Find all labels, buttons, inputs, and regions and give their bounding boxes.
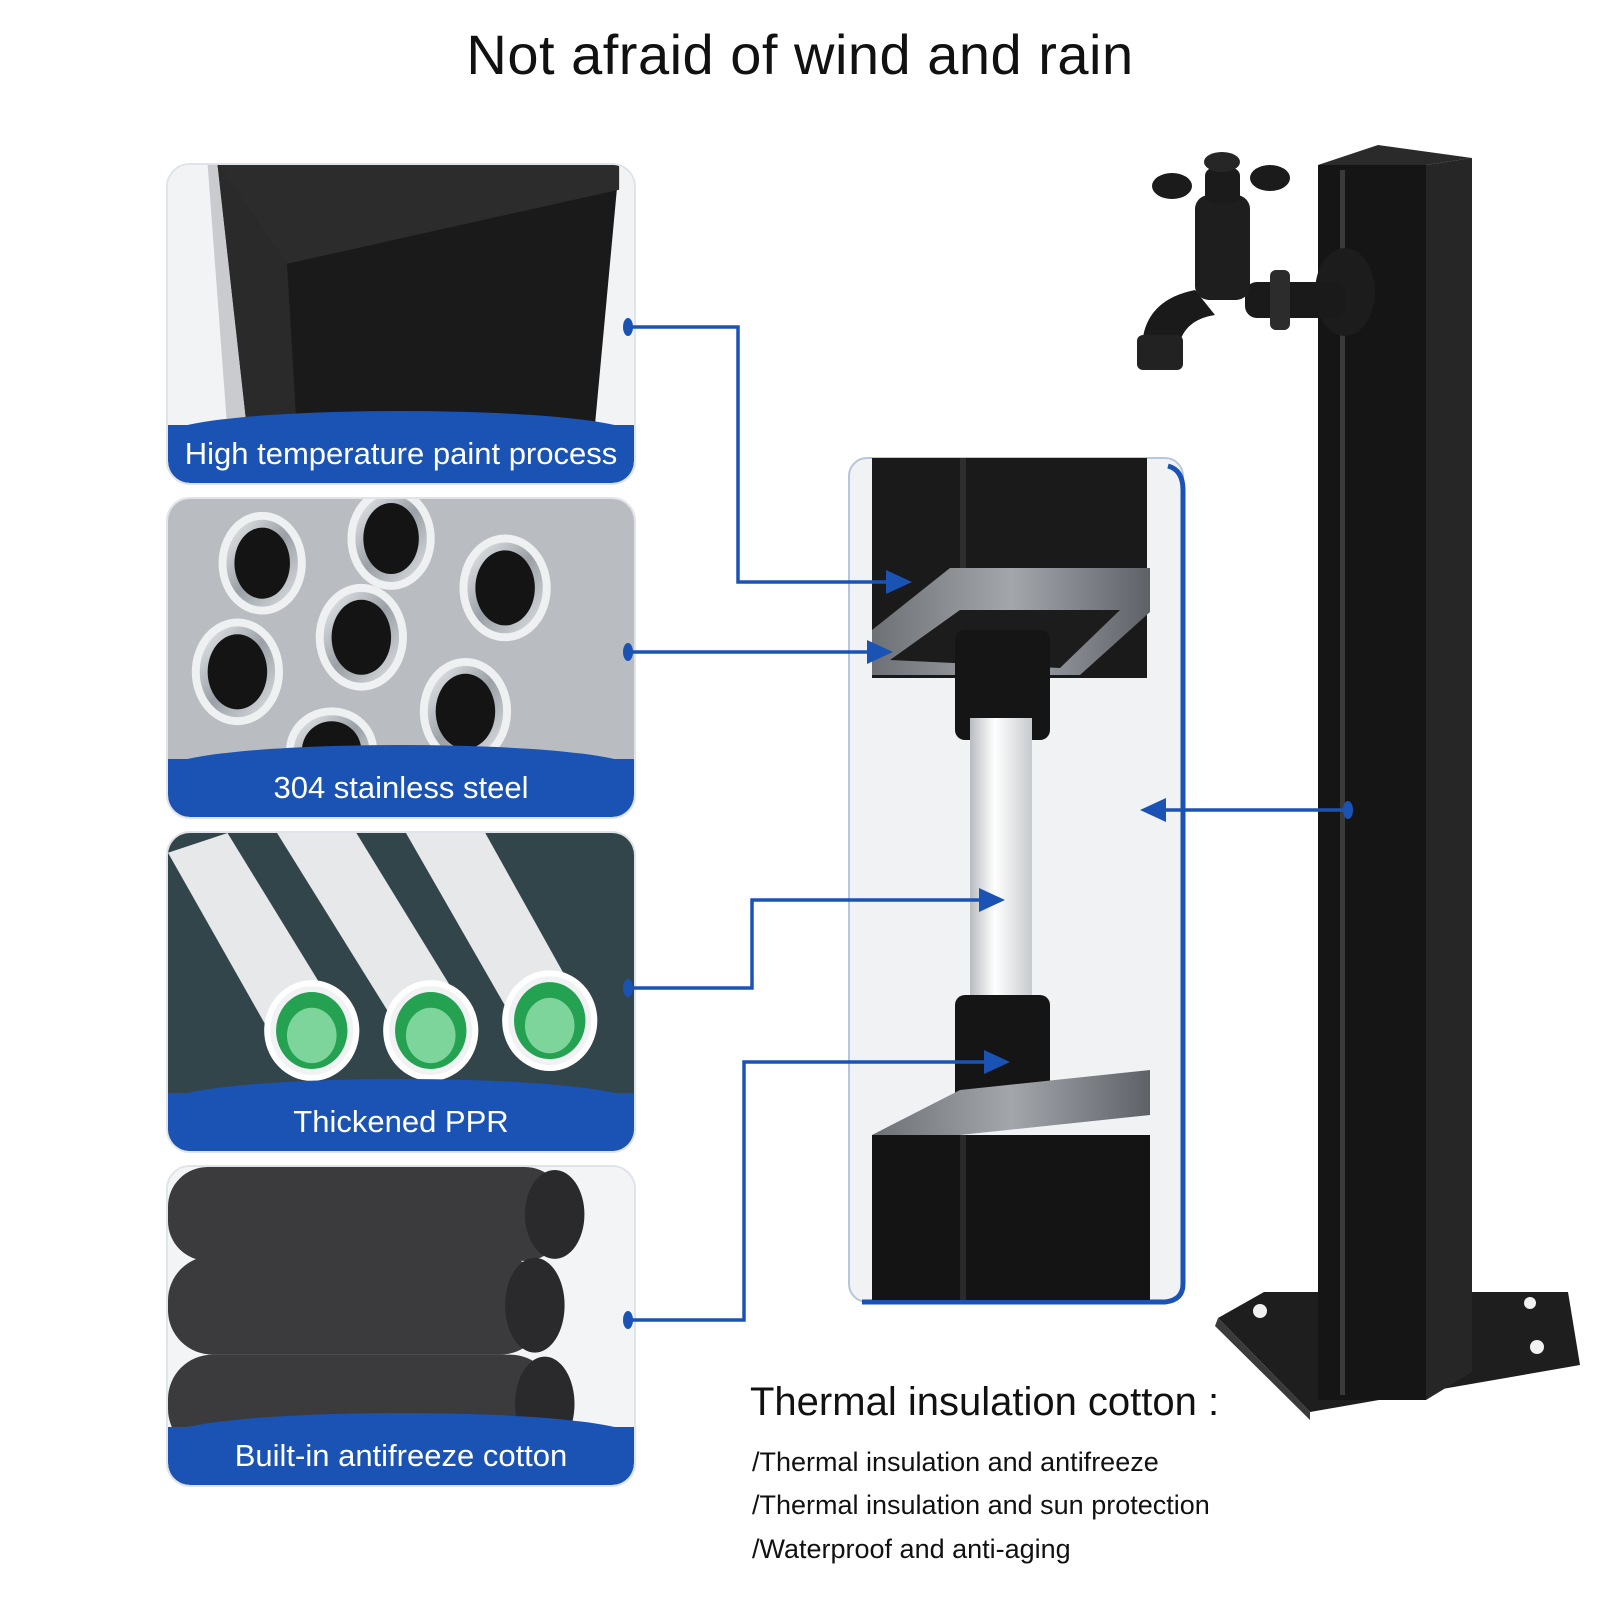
connector-arrows	[623, 318, 1353, 1329]
thermal-line-waterproof: /Waterproof and anti-aging	[752, 1534, 1071, 1564]
feature-label-steel: 304 stainless steel	[168, 759, 634, 817]
feature-card-steel: 304 stainless steel	[166, 497, 636, 819]
thermal-line-antifreeze: /Thermal insulation and antifreeze	[752, 1447, 1159, 1477]
thermal-line-sun-protection: /Thermal insulation and sun protection	[752, 1490, 1210, 1520]
standing-post	[1215, 145, 1580, 1420]
feature-label-ppr: Thickened PPR	[168, 1093, 634, 1151]
feature-card-paint: High temperature paint process	[166, 163, 636, 485]
feature-card-cotton: Built-in antifreeze cotton	[166, 1165, 636, 1487]
cross-section-panel	[848, 457, 1186, 1305]
feature-label-cotton: Built-in antifreeze cotton	[168, 1427, 634, 1485]
feature-label-paint: High temperature paint process	[168, 425, 634, 483]
page-title: Not afraid of wind and rain	[466, 23, 1134, 86]
connector-lines	[630, 325, 1350, 1322]
thermal-insulation-title: Thermal insulation cotton :	[750, 1380, 1220, 1424]
feature-card-ppr: Thickened PPR	[166, 831, 636, 1153]
water-tap	[1137, 152, 1375, 370]
